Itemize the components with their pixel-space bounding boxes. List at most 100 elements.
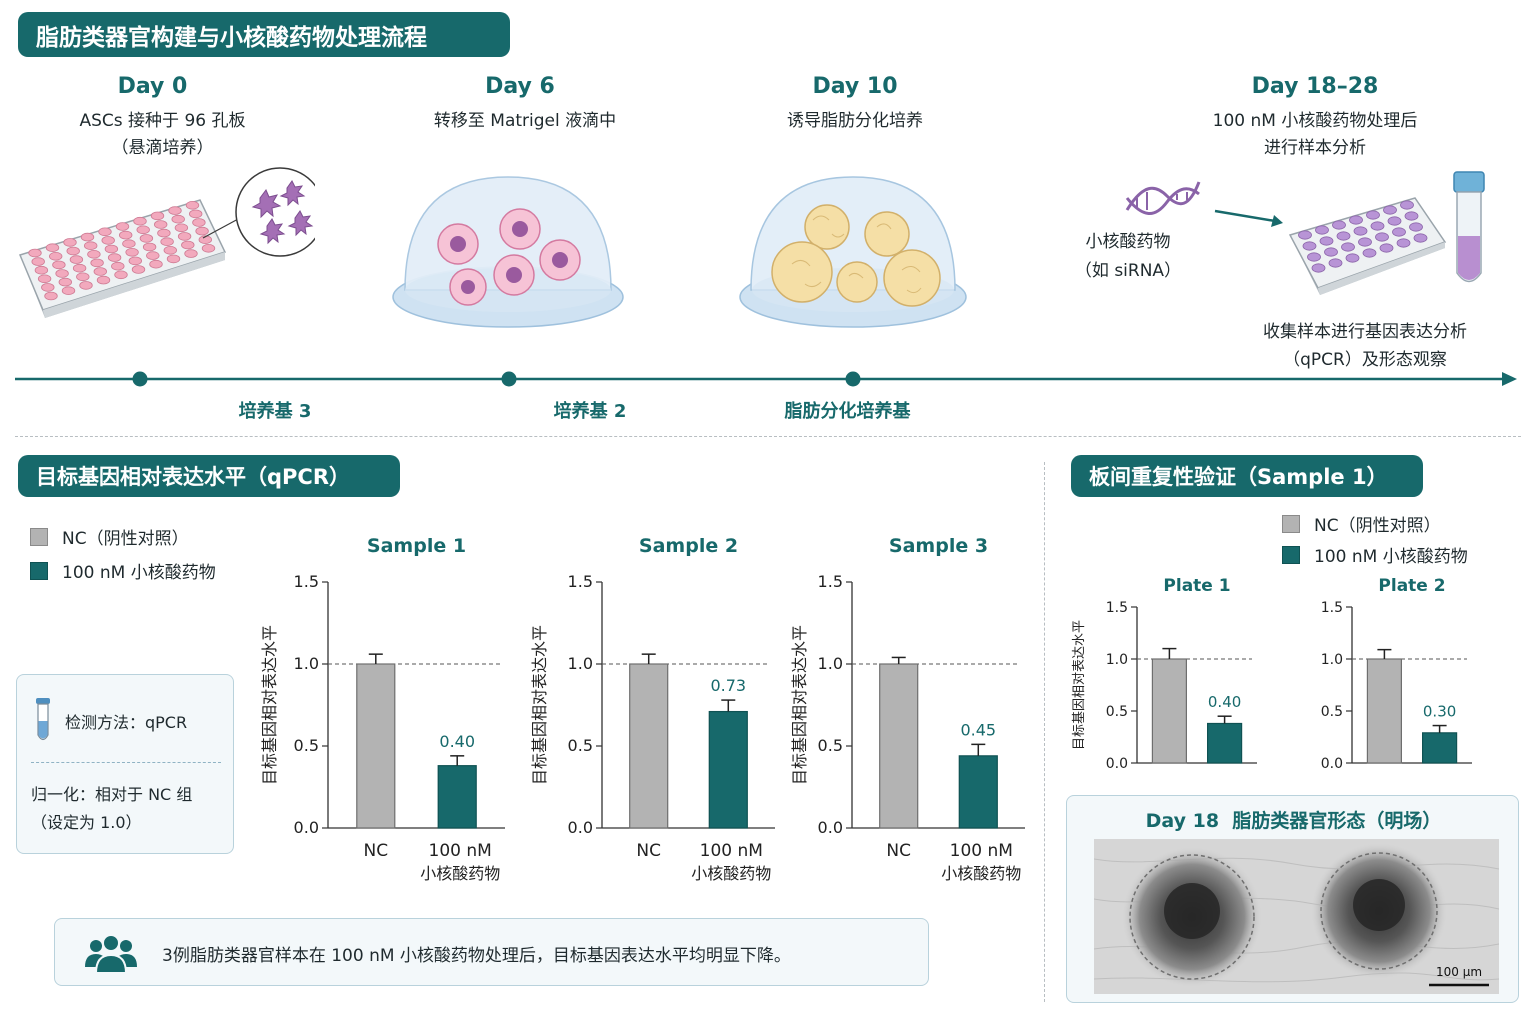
plate-well [168, 206, 182, 215]
bar-nc [879, 663, 919, 829]
y-tick-label: 1.0 [568, 654, 593, 673]
y-tick-label: 0.0 [1106, 756, 1128, 772]
plate-well [80, 232, 95, 242]
plate-well [184, 249, 198, 258]
plate-well [44, 291, 58, 301]
method-divider [31, 762, 221, 763]
plate-well [153, 220, 168, 229]
plate-well [136, 225, 150, 235]
plate-well [188, 209, 203, 219]
plate-well [66, 246, 80, 256]
plate-well [192, 218, 206, 227]
treated-plate-well [1383, 205, 1397, 215]
normalization-line1: 归一化：相对于 NC 组 [31, 785, 193, 804]
plate-well [171, 214, 185, 224]
treated-plate-well [1409, 222, 1423, 232]
plate-well [160, 237, 174, 246]
column-divider [1044, 462, 1045, 1002]
y-tick-label: 0.5 [1321, 704, 1343, 720]
bar-treatment [1422, 732, 1458, 764]
day6-desc-line1: 转移至 Matrigel 液滴中 [433, 111, 617, 131]
repro-legend-nc: NC（阴性对照） [1282, 511, 1441, 536]
plate-well [34, 265, 49, 275]
plate-well [181, 240, 195, 250]
sample1-bar-chart: Sample 10.00.51.01.5目标基因相对表达水平NC0.40100 … [260, 535, 505, 883]
treated-plate-well [1336, 231, 1351, 241]
plate-well [63, 238, 77, 247]
x-category-label-line2: 小核酸药物 [941, 864, 1021, 883]
legend-nc-label: NC（阴性对照） [62, 529, 189, 549]
x-category-label: NC [886, 841, 911, 861]
normalization-label: 归一化：相对于 NC 组 （设定为 1.0） [31, 781, 192, 837]
treated-plate-wells [1298, 200, 1428, 273]
repro-legend-nc-label: NC（阴性对照） [1314, 516, 1441, 536]
day0-title: Day 0 [117, 74, 188, 99]
y-tick-label: 1.5 [818, 572, 843, 591]
y-tick-label: 1.0 [818, 654, 843, 673]
brightfield-micrograph [1094, 839, 1499, 994]
plate-well [201, 244, 216, 253]
plate-well [76, 272, 90, 282]
plate-well [150, 211, 165, 221]
plate-well [174, 223, 189, 233]
bar-value-label: 0.73 [710, 676, 746, 695]
brightfield-title: Day 18 脂肪类器官形态（明场） [1145, 810, 1442, 832]
x-category-label: 100 nM [700, 841, 763, 861]
chart-title: Plate 2 [1378, 576, 1445, 596]
bar-value-label: 0.40 [439, 732, 475, 751]
plate-well [122, 239, 136, 248]
bar-value-label: 0.45 [960, 720, 996, 739]
plate-well [55, 269, 69, 278]
y-tick-label: 0.0 [1321, 756, 1343, 772]
x-category-label-line2: 小核酸药物 [691, 864, 771, 883]
drug-label-line2: （如 siRNA） [1074, 261, 1182, 281]
treated-plate-well [1315, 225, 1329, 235]
plate-well [37, 274, 52, 284]
treated-plate-well [1404, 211, 1419, 221]
plate-well [128, 256, 143, 266]
bar-nc [1366, 658, 1403, 764]
timeline-axis [15, 371, 1517, 387]
plate-well [139, 234, 154, 243]
treated-plate-well [1413, 233, 1428, 243]
bar-treatment [708, 710, 748, 829]
legend-nc-swatch [30, 527, 48, 546]
sample2-bar-chart: Sample 20.00.51.01.5目标基因相对表达水平NC0.73100 … [530, 535, 775, 883]
treated-plate-well [1396, 238, 1411, 248]
treated-plate-well [1375, 232, 1389, 242]
plate-well [49, 252, 63, 261]
day18-desc: 100 nM 小核酸药物处理后 进行样本分析 [1175, 108, 1455, 162]
treated-plate-well [1307, 252, 1321, 262]
plate-wells [28, 200, 216, 301]
bar-treatment [958, 755, 998, 829]
conclusion-text: 3例脂肪类器官样本在 100 nM 小核酸药物处理后，目标基因表达水平均明显下降… [162, 946, 791, 966]
treated-plate-well [1332, 220, 1346, 230]
reproducibility-section-title: 板间重复性验证（Sample 1） [1071, 455, 1423, 497]
treated-plate-well [1358, 237, 1372, 247]
x-category-label: 100 nM [950, 841, 1013, 861]
treated-plate-well [1341, 242, 1355, 252]
treated-plate-well [1319, 236, 1334, 246]
treated-plate-well [1311, 263, 1326, 273]
y-axis-label: 目标基因相对表达水平 [260, 625, 279, 785]
plate-well [83, 241, 98, 250]
day10-desc-line1: 诱导脂肪分化培养 [787, 111, 923, 131]
treated-plate-well [1302, 241, 1317, 251]
chart-title: Sample 3 [889, 535, 988, 557]
bar-treatment [437, 765, 477, 829]
x-category-label: NC [363, 841, 388, 861]
x-category-label-line2: 小核酸药物 [420, 864, 500, 883]
plate-well [142, 242, 157, 252]
lipid-organoids [771, 204, 941, 307]
y-axis-label: 目标基因相对表达水平 [530, 625, 549, 785]
section-divider [15, 436, 1521, 437]
y-tick-label: 1.5 [1321, 600, 1343, 616]
day6-desc: 转移至 Matrigel 液滴中 [395, 108, 655, 135]
x-category-label: NC [636, 841, 661, 861]
plate2-bar-chart: Plate 20.00.51.01.50.30 [1321, 576, 1472, 772]
plate-well [72, 263, 87, 273]
bar-nc [1151, 658, 1188, 764]
x-category-label: 100 nM [429, 841, 492, 861]
day0-desc-line1: ASCs 接种于 96 孔板 [79, 111, 246, 131]
plate-well [157, 228, 171, 238]
